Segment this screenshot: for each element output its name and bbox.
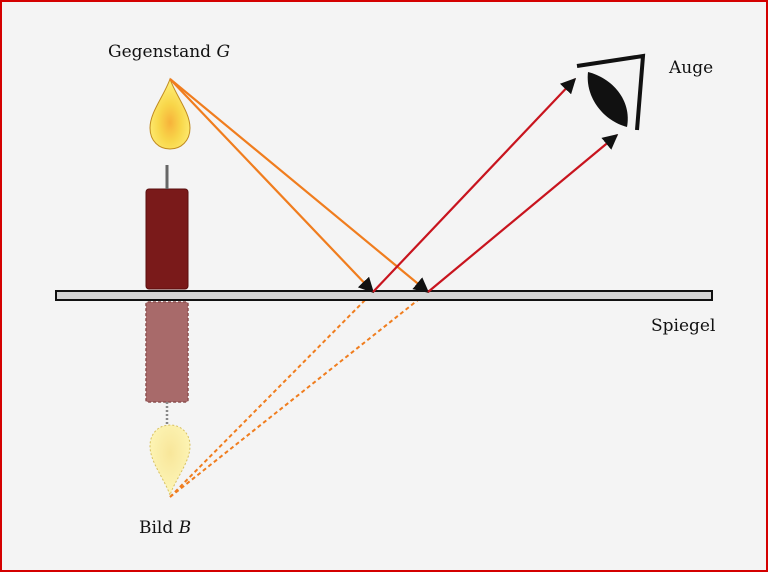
virtual-candle-body (145, 301, 189, 403)
incident-ray-2 (169, 78, 430, 293)
image-label: Bild B (139, 518, 191, 538)
virtual-ray-2 (169, 291, 429, 498)
mirror (55, 290, 713, 301)
incident-ray-1 (169, 78, 375, 294)
flame-icon (149, 424, 191, 497)
object-symbol: G (216, 42, 230, 62)
virtual-candle-image (145, 301, 191, 497)
reflected-ray-1 (372, 77, 577, 293)
image-symbol: B (178, 518, 192, 538)
object-label: Gegenstand G (108, 42, 230, 62)
eye-icon (576, 53, 646, 131)
candle-body (145, 188, 189, 290)
flame-icon (149, 77, 191, 150)
mirror-label: Spiegel (651, 316, 715, 336)
virtual-ray-1 (169, 291, 374, 498)
reflected-ray-2 (427, 134, 619, 293)
eye-label: Auge (668, 58, 713, 78)
candle-icon (145, 77, 191, 290)
